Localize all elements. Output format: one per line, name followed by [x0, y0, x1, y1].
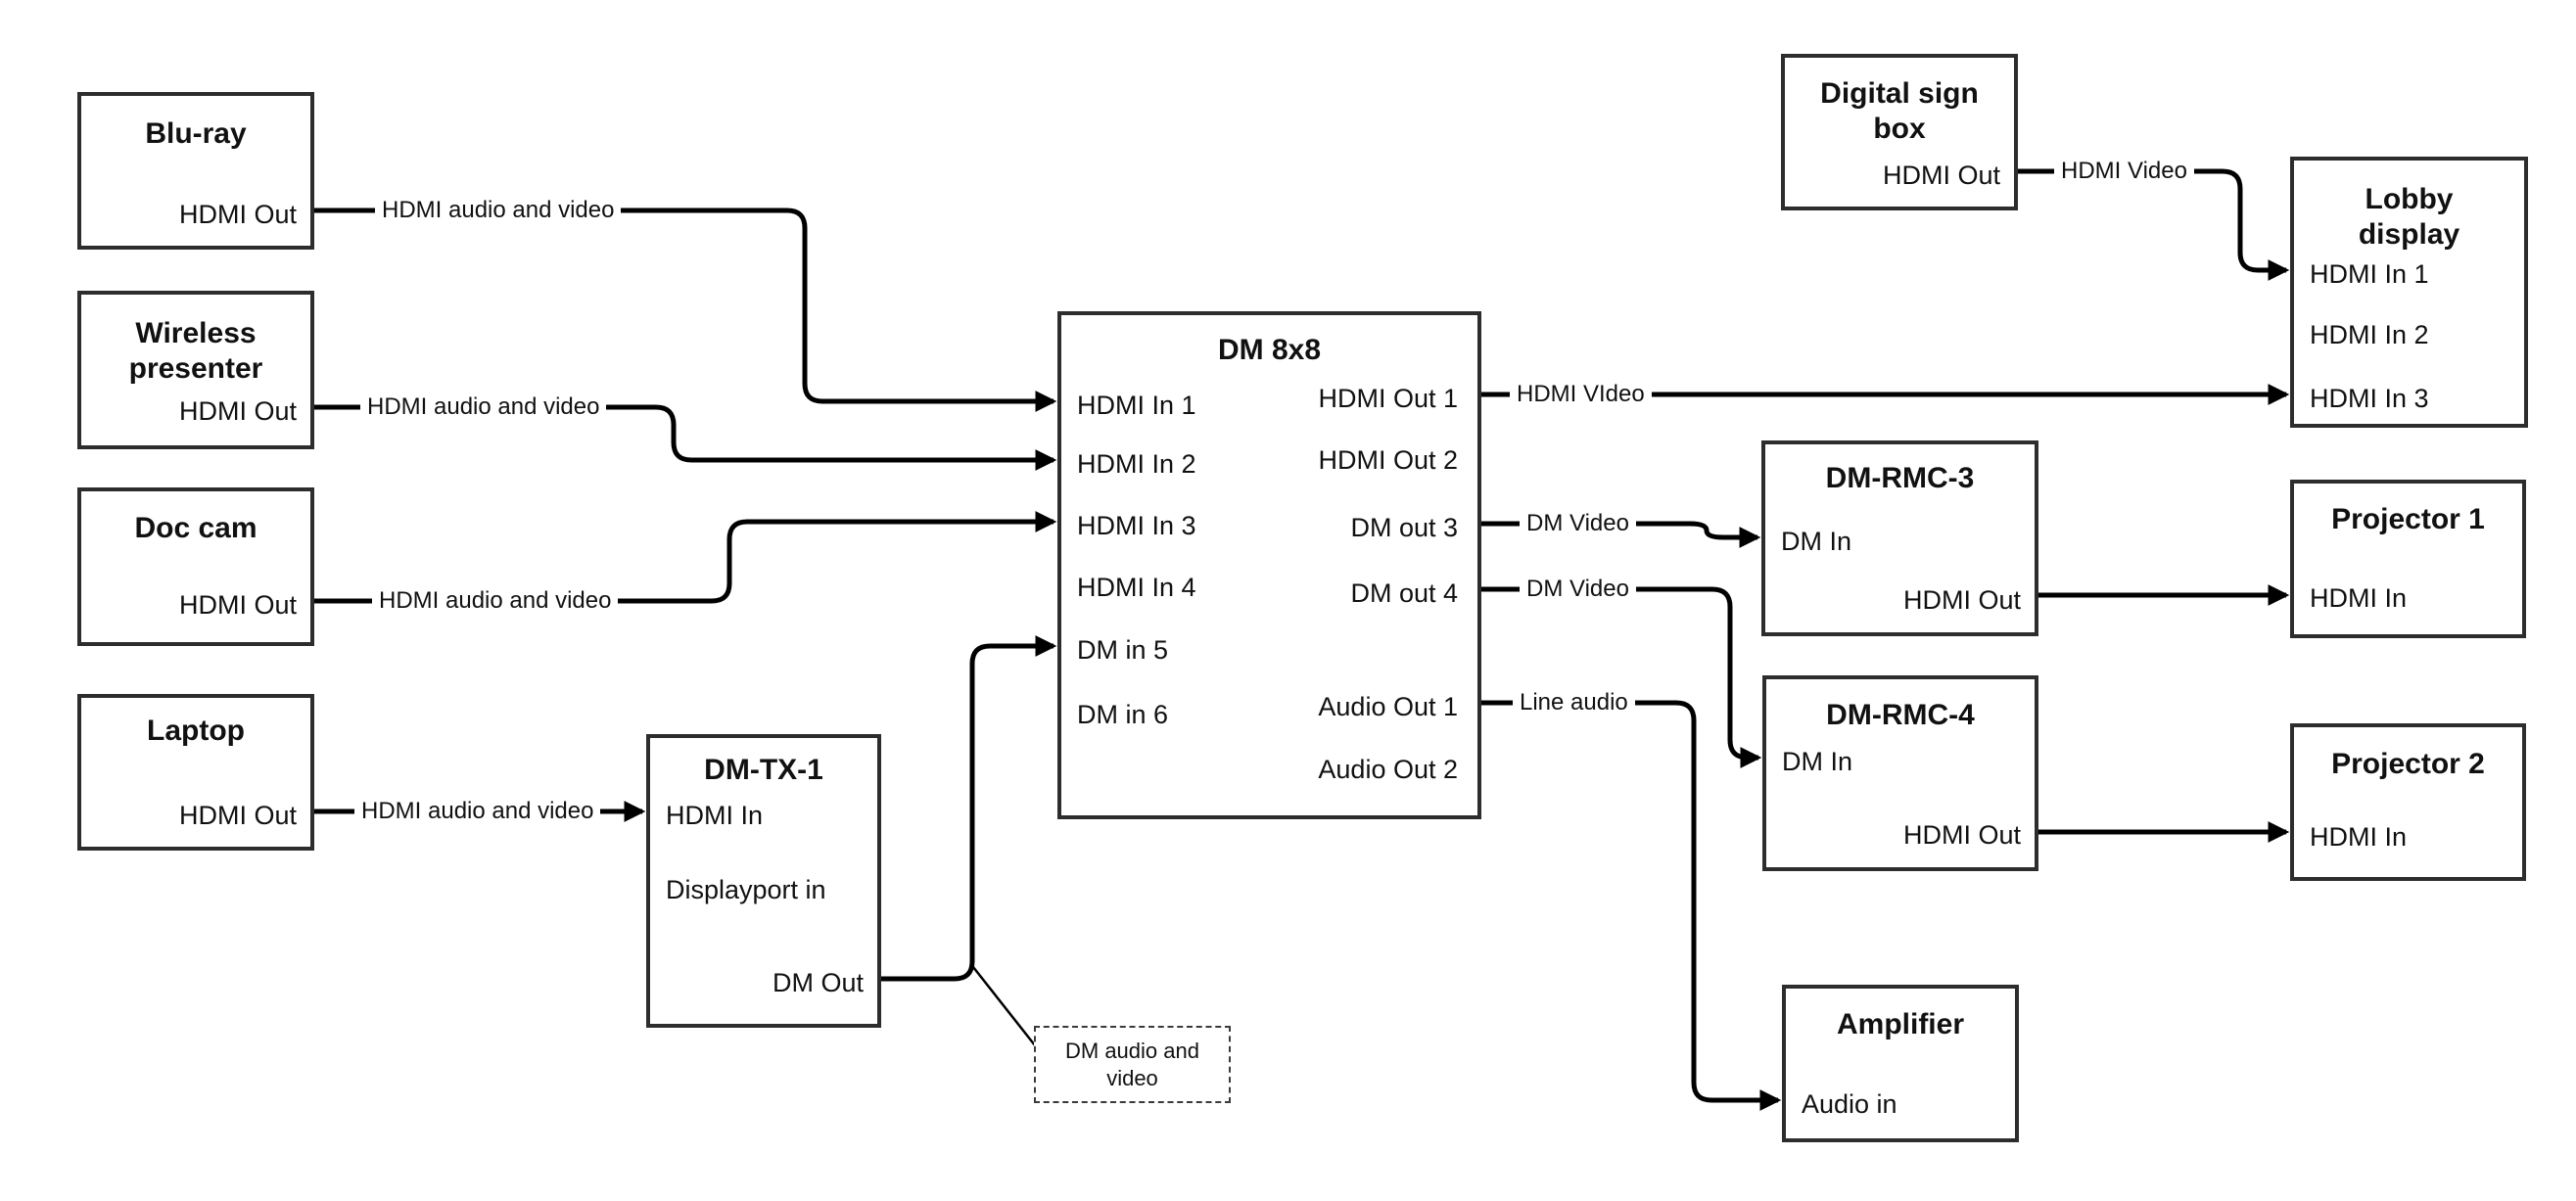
dm-tx-1-port-dm-out: DM Out	[772, 968, 864, 997]
wire-label-blu-ray: HDMI audio and video	[375, 196, 622, 225]
lobby-display-port-hdmi-in-2: HDMI In 2	[2310, 320, 2429, 349]
dm-8x8-title: DM 8x8	[1217, 334, 1322, 366]
wire-wireless-to-dm8x8-hdmi-in-2	[314, 404, 1057, 472]
lobby-display-title: Lobby display	[2358, 183, 2460, 251]
dm-rmc-3-port-dm-in: DM In	[1781, 527, 1852, 556]
amplifier-title: Amplifier	[1836, 1008, 1965, 1040]
dm-tx-1-port-displayport-in: Displayport in	[666, 875, 826, 904]
wireless-presenter-port-hdmi-out: HDMI Out	[178, 396, 297, 426]
lobby-display-port-hdmi-in-1: HDMI In 1	[2310, 259, 2429, 289]
dm-8x8-port-dm-in-6: DM in 6	[1077, 700, 1169, 729]
dm-8x8-port-dm-in-5: DM in 5	[1077, 635, 1169, 665]
dm-tx-1-port-hdmi-in: HDMI In	[666, 801, 764, 830]
dm-8x8-port-audio-out-2: Audio Out 2	[1318, 755, 1458, 784]
amplifier-port-audio-in: Audio in	[1802, 1089, 1897, 1119]
dm-8x8-port-hdmi-out-2: HDMI Out 2	[1318, 445, 1458, 475]
projector-2-port-hdmi-in: HDMI In	[2310, 822, 2408, 852]
projector-1-port-hdmi-in: HDMI In	[2310, 583, 2408, 613]
dm-rmc-4-box: DM-RMC-4 DM In HDMI Out	[1762, 675, 2038, 871]
wire-label-audio-out-1: Line audio	[1513, 688, 1635, 717]
wire-digital-sign-to-lobby-hdmi-in-1	[2018, 168, 2290, 282]
laptop-box: Laptop HDMI Out	[77, 694, 314, 851]
blu-ray-port-hdmi-out: HDMI Out	[178, 200, 297, 229]
wire-dmtx1-dm-out-to-dm8x8-dm-in-5	[881, 634, 1057, 982]
dm-rmc-4-port-dm-in: DM In	[1782, 747, 1853, 776]
dm-tx-1-title: DM-TX-1	[704, 754, 823, 786]
dm-8x8-port-hdmi-in-2: HDMI In 2	[1077, 449, 1196, 479]
doc-cam-box: Doc cam HDMI Out	[77, 487, 314, 646]
projector-1-box: Projector 1 HDMI In	[2290, 480, 2526, 638]
wire-label-wireless: HDMI audio and video	[360, 393, 607, 422]
projector-2-title: Projector 2	[2331, 748, 2485, 780]
wire-dm8x8-dm-out-4-to-rmc4-dm-in	[1481, 586, 1762, 769]
wireless-presenter-box: Wireless presenter HDMI Out	[77, 291, 314, 449]
dm-rmc-3-title: DM-RMC-3	[1825, 462, 1975, 494]
wire-label-dm-out-4: DM Video	[1520, 575, 1636, 604]
dm-audio-video-callout: DM audio and video	[1034, 1026, 1231, 1103]
dm-rmc-3-box: DM-RMC-3 DM In HDMI Out	[1761, 440, 2038, 636]
projector-1-title: Projector 1	[2331, 503, 2485, 535]
wire-label-laptop: HDMI audio and video	[354, 797, 601, 826]
dm-8x8-port-dm-out-4: DM out 4	[1350, 578, 1458, 608]
callout-leader-line	[972, 966, 1036, 1046]
dm-8x8-port-audio-out-1: Audio Out 1	[1318, 692, 1458, 721]
laptop-port-hdmi-out: HDMI Out	[178, 801, 297, 830]
wire-doc-cam-to-dm8x8-hdmi-in-3	[314, 510, 1057, 604]
doc-cam-port-hdmi-out: HDMI Out	[178, 590, 297, 620]
blu-ray-box: Blu-ray HDMI Out	[77, 92, 314, 250]
wireless-presenter-title: Wireless presenter	[128, 317, 263, 385]
amplifier-box: Amplifier Audio in	[1782, 985, 2019, 1142]
dm-rmc-3-port-hdmi-out: HDMI Out	[1902, 585, 2021, 615]
dm-8x8-port-hdmi-in-4: HDMI In 4	[1077, 573, 1196, 602]
dm-tx-1-box: DM-TX-1 HDMI In Displayport in DM Out	[646, 734, 881, 1028]
wire-label-doc-cam: HDMI audio and video	[372, 586, 619, 616]
dm-8x8-port-hdmi-in-1: HDMI In 1	[1077, 391, 1196, 420]
dm-8x8-port-hdmi-in-3: HDMI In 3	[1077, 511, 1196, 540]
wire-blu-ray-to-dm8x8-hdmi-in-1	[314, 208, 1057, 413]
doc-cam-title: Doc cam	[134, 512, 258, 544]
digital-sign-box-title: Digital sign box	[1820, 77, 1979, 145]
wire-dm8x8-dm-out-3-to-rmc3-dm-in	[1481, 521, 1761, 549]
lobby-display-box: Lobby display HDMI In 1 HDMI In 2 HDMI I…	[2290, 157, 2528, 428]
laptop-title: Laptop	[147, 715, 245, 747]
dm-8x8-port-dm-out-3: DM out 3	[1350, 513, 1458, 542]
blu-ray-title: Blu-ray	[145, 117, 247, 150]
dm-8x8-port-hdmi-out-1: HDMI Out 1	[1318, 384, 1458, 413]
dm-rmc-4-port-hdmi-out: HDMI Out	[1902, 820, 2021, 850]
wire-label-hdmi-out-1: HDMI VIdeo	[1510, 380, 1652, 409]
digital-sign-box: Digital sign box HDMI Out	[1781, 54, 2018, 210]
digital-sign-box-port-hdmi-out: HDMI Out	[1882, 161, 2000, 190]
wire-label-dm-out-3: DM Video	[1520, 509, 1636, 538]
dm-rmc-4-title: DM-RMC-4	[1826, 699, 1975, 731]
projector-2-box: Projector 2 HDMI In	[2290, 723, 2526, 881]
wire-label-digital-sign: HDMI Video	[2054, 157, 2194, 186]
wire-dm8x8-audio-out-1-to-amplifier	[1481, 700, 1782, 1112]
dm-audio-video-callout-text: DM audio and video	[1065, 1038, 1199, 1090]
dm-8x8-box: DM 8x8 HDMI In 1 HDMI In 2 HDMI In 3 HDM…	[1057, 311, 1481, 819]
lobby-display-port-hdmi-in-3: HDMI In 3	[2310, 384, 2429, 413]
